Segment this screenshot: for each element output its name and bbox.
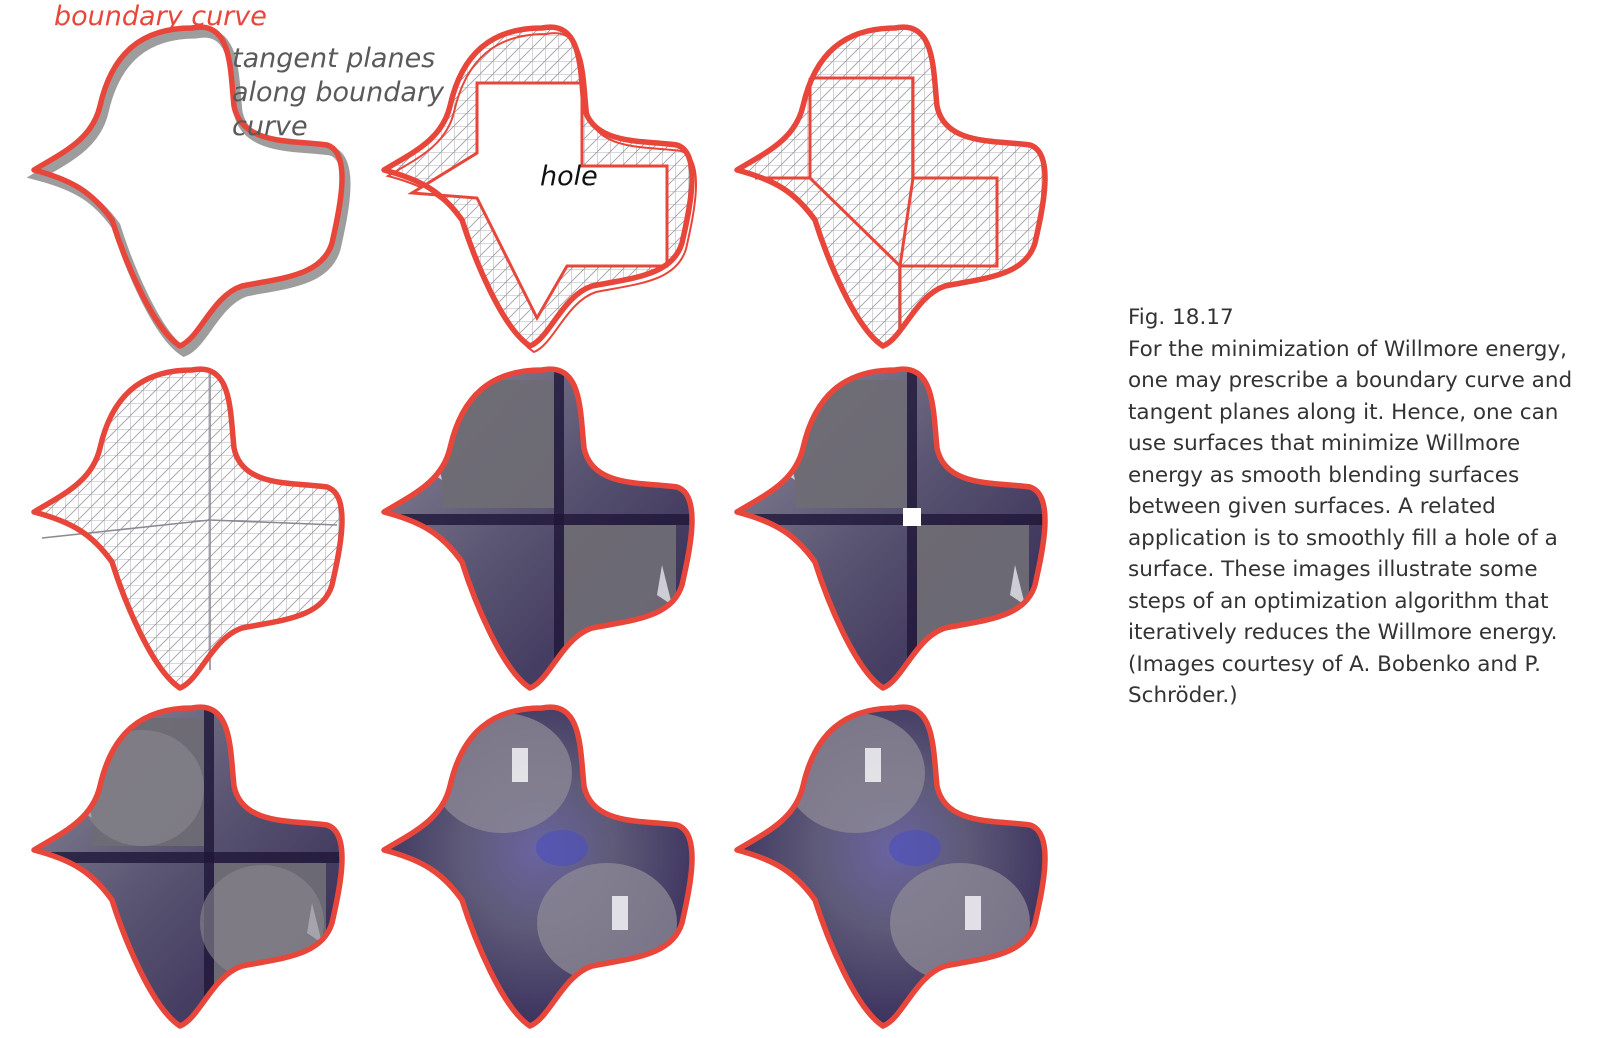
boundary-curve-label: boundary curve [54,1,267,32]
caption-number: Fig. 18.17 [1128,305,1234,330]
tangent-planes-label: tangent planes along boundary curve [232,43,445,142]
panel-3 [737,27,1045,346]
panel-4 [34,369,342,688]
figure-caption: Fig. 18.17 For the minimization of Willm… [1128,302,1588,712]
figure-panels [0,0,1100,1038]
panel-8 [384,707,692,1026]
panel-2 [384,27,698,354]
panel-9 [737,707,1045,1026]
caption-text: For the minimization of Willmore energy,… [1128,336,1573,709]
panel-7 [22,698,342,1028]
panel-6 [725,360,1045,690]
panel-5 [372,360,692,690]
hole-label: hole [540,161,598,192]
